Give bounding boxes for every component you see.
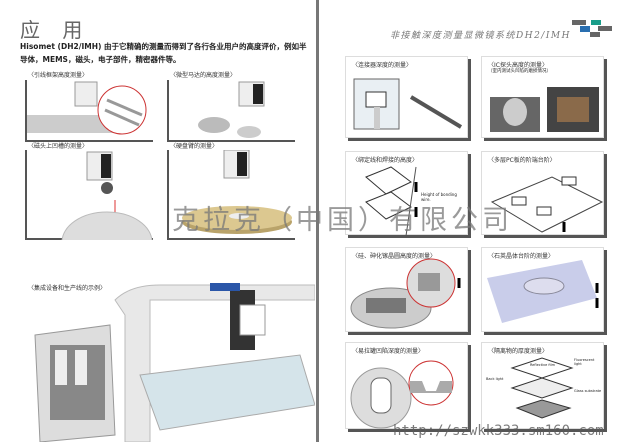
page-title: 应 用 [20,18,91,42]
panel-label: 〈IC探头高度的测量〉 [488,62,548,69]
wafer-height-panel: 〈硅、砷化镓晶圆高度的测量〉 [345,247,468,332]
brand-logo [572,20,614,38]
can-depth-panel: 〈易拉罐凹陷深度的测量〉 [345,342,468,429]
panel-label: 〈易拉罐凹陷深度的测量〉 [352,348,425,355]
panel-label: 〈连接器深度的测量〉 [352,62,413,69]
series-header: 非接触深度测量显微镜系统DH2/IMH [390,31,571,41]
callout: Back light [486,377,504,381]
quartz-step-panel: 〈石英晶体台阶的测量〉 [481,247,604,332]
spacer-thickness-panel: 〈隔离物的厚度测量〉 Reflective film Fluorescent l… [481,342,604,429]
micro-motor-figure [167,80,295,142]
hard-disk-arm-figure [167,150,295,240]
panel-label: 〈绑定线和焊接的高度〉 [352,157,419,164]
panel-label: 〈隔离物的厚度测量〉 [488,348,549,355]
lead-frame-figure [25,80,153,142]
integration-label: 〈集成设备和生产线的示例〉 [28,285,107,292]
integration-equipment-figure [30,255,315,442]
panel-label: 〈微型马达的高度测量〉 [170,72,237,79]
bonding-wire-panel: 〈绑定线和焊接的高度〉 Height of bonding wire. [345,151,468,236]
connector-depth-panel: 〈连接器深度的测量〉 [345,56,468,138]
panel-sublabel: （室内测试头凹陷的磨损情况） [488,69,551,74]
callout: Fluorescent light [574,358,595,366]
intro-text: Hisomet (DH2/IMH) 由于它精确的测量而得到了各行各业用户的高度评… [20,42,307,64]
callout: Glass substrate [574,389,602,393]
panel-label: 〈引线框架高度测量〉 [28,72,89,79]
company-watermark: 克拉克（中国）有限公司 [172,205,513,236]
ic-probe-panel: 〈IC探头高度的测量〉 （室内测试头凹陷的磨损情况） [481,56,604,138]
panel-label: 〈石英晶体台阶的测量〉 [488,253,555,260]
magnetic-head-figure [25,150,153,240]
panel-label: 〈磁头上凹槽的测量〉 [28,143,89,150]
panel-sublabel: Height of bonding wire. [421,192,457,202]
panel-label: 〈多层PC板的阶端台阶〉 [488,157,556,164]
multilayer-pcb-panel: 〈多层PC板的阶端台阶〉 [481,151,604,235]
callout: Reflective film [530,363,555,367]
page-divider [316,0,319,442]
panel-label: 〈硅、砷化镓晶圆高度的测量〉 [352,253,437,260]
url-watermark: http://szwkk333.sm160.com [393,423,604,439]
panel-label: 〈硬盘臂的测量〉 [170,143,219,150]
